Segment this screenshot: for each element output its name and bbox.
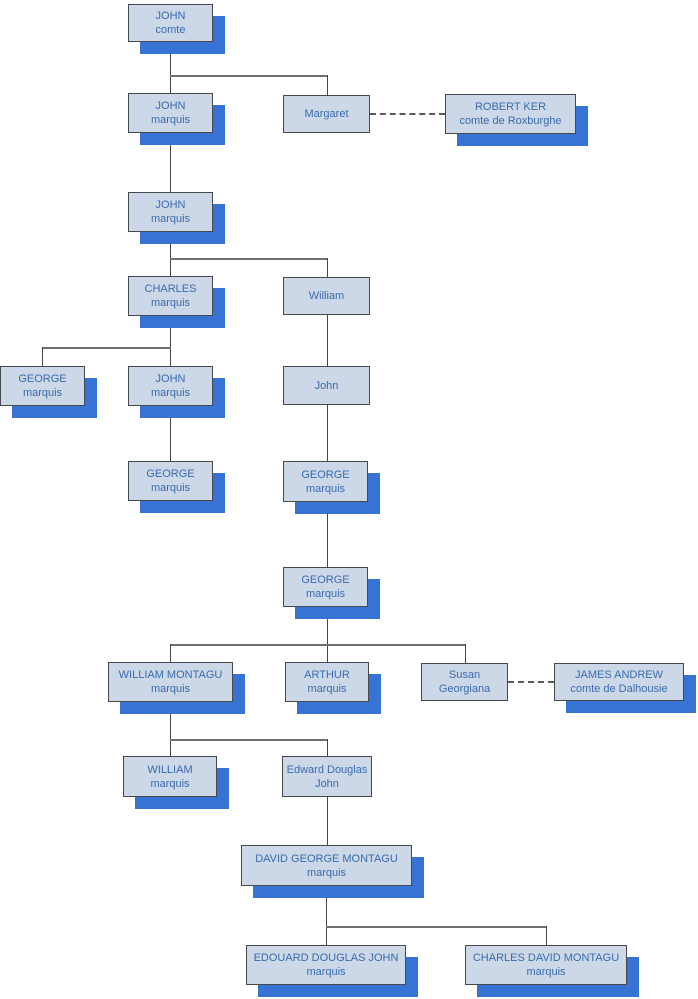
tree-node-james-andrew[interactable]: JAMES ANDREW comte de Dalhousie (554, 663, 684, 701)
tree-node-george-marquis-c[interactable]: GEORGE marquis (283, 461, 368, 502)
connector-line (42, 347, 43, 366)
tree-node-george-marquis-b[interactable]: GEORGE marquis (128, 461, 213, 501)
tree-node-charles-david-montagu[interactable]: CHARLES DAVID MONTAGU marquis (465, 945, 627, 985)
connector-line (326, 926, 547, 928)
connector-line (170, 644, 171, 662)
node-subtitle: marquis (150, 114, 191, 126)
node-subtitle: comte (155, 24, 186, 36)
node-name: EDOUARD DOUGLAS JOHN (253, 952, 399, 964)
connector-line (327, 75, 328, 95)
tree-node-william-marquis[interactable]: WILLIAM marquis (123, 756, 217, 797)
node-name: William (308, 290, 345, 302)
node-name: ROBERT KER (474, 101, 547, 113)
tree-node-margaret[interactable]: Margaret (283, 95, 370, 133)
node-subtitle: marquis (306, 966, 346, 978)
node-name: CHARLES DAVID MONTAGU (472, 952, 620, 964)
connector-line (327, 607, 328, 662)
node-name: WILLIAM MONTAGU (118, 669, 223, 681)
node-name: DAVID GEORGE MONTAGU (255, 852, 398, 865)
tree-node-john-marquis-4[interactable]: JOHN marquis (128, 366, 213, 406)
node-subtitle: John (315, 777, 339, 790)
node-subtitle: marquis (150, 683, 191, 695)
tree-node-william[interactable]: William (283, 277, 370, 315)
tree-node-charles-marquis[interactable]: CHARLES marquis (128, 276, 213, 316)
node-name: GEORGE (146, 468, 195, 480)
tree-node-george-marquis-a[interactable]: GEORGE marquis (0, 366, 85, 406)
node-subtitle: comte de Dalhousie (570, 683, 668, 695)
tree-node-john-marquis-2[interactable]: JOHN marquis (128, 93, 213, 133)
tree-node-arthur[interactable]: ARTHUR marquis (285, 662, 369, 702)
tree-node-edward-douglas-john[interactable]: Edward Douglas John (282, 756, 372, 797)
node-subtitle: marquis (22, 387, 63, 399)
node-subtitle: marquis (150, 297, 191, 309)
tree-node-susan-georgiana[interactable]: Susan Georgiana (421, 663, 508, 701)
tree-node-edouard-douglas-john[interactable]: EDOUARD DOUGLAS JOHN marquis (246, 945, 406, 985)
node-name: JAMES ANDREW (574, 669, 663, 681)
node-name: JOHN (155, 199, 186, 211)
tree-node-david-george-montagu[interactable]: DAVID GEORGE MONTAGU marquis (241, 845, 412, 886)
node-name: GEORGE (18, 373, 67, 385)
connector-line (327, 739, 328, 756)
connector-line (327, 315, 328, 366)
node-subtitle: marquis (150, 387, 191, 399)
node-name: Margaret (304, 108, 349, 120)
connector-line (327, 797, 328, 845)
connector-line (327, 405, 328, 461)
marriage-dashed-line (370, 113, 445, 115)
connector-line (170, 133, 171, 192)
node-name: CHARLES (144, 283, 197, 295)
tree-node-william-montagu[interactable]: WILLIAM MONTAGU marquis (108, 662, 233, 702)
connector-line (170, 644, 466, 646)
node-name: GEORGE (301, 574, 350, 586)
connector-line (170, 739, 328, 741)
connector-line (170, 406, 171, 461)
node-name: Edward Douglas (286, 763, 368, 776)
node-subtitle: Georgiana (438, 683, 491, 695)
node-name: WILLIAM (147, 763, 193, 776)
connector-line (170, 702, 171, 756)
marriage-dashed-line (508, 681, 554, 683)
tree-node-john-marquis-3[interactable]: JOHN marquis (128, 192, 213, 232)
node-name: JOHN (155, 373, 186, 385)
tree-node-george-marquis-d[interactable]: GEORGE marquis (283, 567, 368, 607)
tree-node-robert-ker[interactable]: ROBERT KER comte de Roxburghe (445, 94, 576, 134)
node-name: ARTHUR (304, 669, 350, 681)
node-name: JOHN (155, 100, 186, 112)
connector-line (465, 644, 466, 663)
node-subtitle: marquis (305, 588, 346, 600)
node-subtitle: marquis (150, 777, 190, 790)
connector-line (170, 42, 171, 93)
connector-line (170, 316, 171, 366)
node-subtitle: comte de Roxburghe (459, 115, 562, 127)
node-subtitle: marquis (150, 213, 191, 225)
node-subtitle: marquis (526, 966, 566, 978)
node-subtitle: marquis (307, 683, 347, 695)
connector-line (327, 258, 328, 277)
connector-line (326, 886, 327, 945)
connector-line (170, 75, 328, 77)
node-name: Susan (448, 669, 481, 681)
node-name: JOHN (155, 10, 186, 22)
node-subtitle: marquis (150, 482, 191, 494)
tree-node-john-comte[interactable]: JOHN comte (128, 4, 213, 42)
node-subtitle: marquis (305, 482, 346, 495)
connector-line (327, 501, 328, 567)
connector-line (170, 258, 328, 260)
node-name: John (314, 379, 339, 392)
connector-line (546, 926, 547, 945)
tree-node-john-b[interactable]: John (283, 366, 370, 405)
node-subtitle: marquis (306, 866, 347, 879)
connector-line (170, 232, 171, 276)
connector-line (42, 347, 171, 349)
node-name: GEORGE (301, 468, 350, 481)
